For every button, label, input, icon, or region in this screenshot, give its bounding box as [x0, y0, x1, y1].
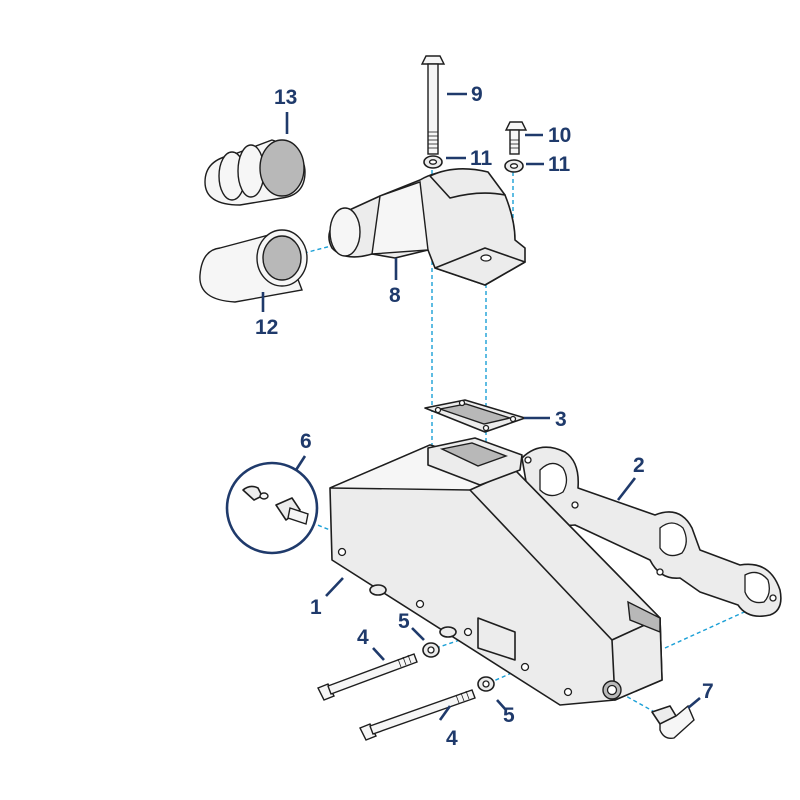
part-9-bolt: [420, 55, 446, 155]
callout-5-lower: 5: [503, 704, 515, 727]
part-4-bolts: [317, 653, 476, 741]
part-13-sleeve: [204, 139, 306, 206]
part-8-exhaust-elbow: [328, 168, 526, 286]
part-7-elbow-fitting: [651, 704, 695, 740]
callout-11-top-right: 11: [548, 153, 571, 176]
callout-13: 13: [274, 86, 297, 109]
part-6-drain-plug-detail: [225, 461, 319, 555]
callout-11-top-left: 11: [470, 147, 493, 170]
callout-2: 2: [633, 454, 645, 477]
callout-10: 10: [548, 124, 571, 147]
callout-3: 3: [555, 408, 567, 431]
callout-4-upper: 4: [357, 626, 369, 649]
callout-5-upper: 5: [398, 610, 410, 633]
callout-8: 8: [389, 284, 401, 307]
callout-9: 9: [471, 83, 483, 106]
part-3-gasket: [424, 399, 526, 433]
callout-leaders: [261, 92, 701, 721]
callout-12: 12: [255, 316, 278, 339]
callout-labels: 13 12 8 9 10 11 11 3 2 6 1 4 4 5 5 7: [255, 83, 714, 750]
part-12-tube: [199, 229, 308, 303]
part-2-manifold-gasket: [521, 446, 782, 618]
part-1-exhaust-manifold: [329, 437, 663, 706]
part-11-washers: [423, 155, 524, 173]
callout-7: 7: [702, 680, 714, 703]
part-5-washers: [422, 642, 495, 692]
callout-6: 6: [300, 430, 312, 453]
callout-4-lower: 4: [446, 727, 458, 750]
callout-1: 1: [310, 596, 322, 619]
part-10-bolt: [504, 121, 528, 155]
